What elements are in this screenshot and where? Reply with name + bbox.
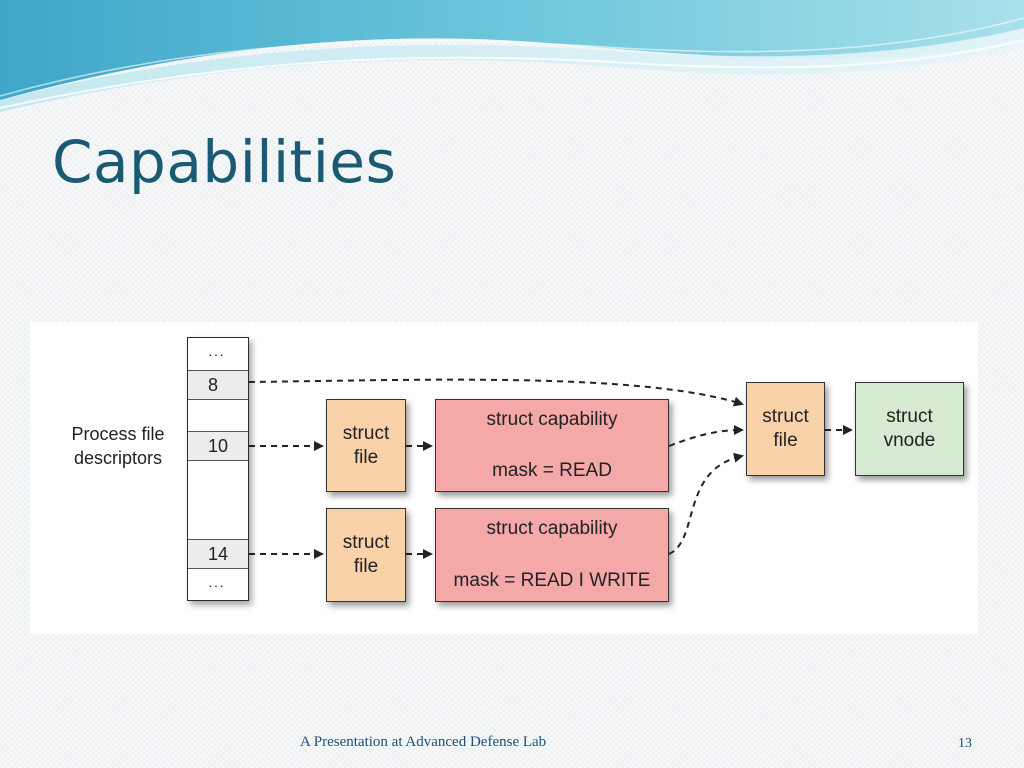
header-wave-decoration xyxy=(0,0,1024,112)
process-label-line1: Process file xyxy=(71,424,165,444)
struct-file-1-line2: file xyxy=(353,446,379,468)
struct-file-2-line2: file xyxy=(353,556,379,577)
struct-file-1-line1: struct xyxy=(342,422,390,444)
fd-cell-14: 14 xyxy=(188,539,248,569)
process-label-line2: descriptors xyxy=(73,448,163,468)
vnode-line1: struct xyxy=(886,406,933,427)
capability-box-1: struct capability mask = READ xyxy=(435,399,669,492)
vnode-line2: vnode xyxy=(883,430,936,451)
process-file-descriptors-label: Process file descriptors xyxy=(58,422,178,470)
arrow-fd8-to-shared-file xyxy=(248,378,744,407)
struct-file-shared-line1: struct xyxy=(762,406,809,427)
struct-file-box-2: struct file xyxy=(326,508,406,602)
fd-cell-top-dots: ··· xyxy=(208,346,225,362)
struct-file-2-line1: struct xyxy=(342,532,390,553)
slide-footer: A Presentation at Advanced Defense Lab xyxy=(300,734,547,750)
fd-cell-8: 8 xyxy=(188,370,248,400)
slide-title: Capabilities xyxy=(52,128,397,196)
struct-file-shared-line2: file xyxy=(773,430,798,451)
struct-vnode-box: struct vnode xyxy=(855,382,964,476)
arrow-cap2-to-shared-file xyxy=(668,452,744,555)
fd-cell-10: 10 xyxy=(188,431,248,461)
page-number: 13 xyxy=(958,736,972,751)
capability-2-mask: mask = READ I WRITE xyxy=(453,570,651,591)
struct-file-shared-box: struct file xyxy=(746,382,825,476)
capability-box-2: struct capability mask = READ I WRITE xyxy=(435,508,669,602)
capability-1-title: struct capability xyxy=(486,409,618,430)
capability-2-title: struct capability xyxy=(486,518,618,539)
fd-table: ··· 8 10 14 ··· xyxy=(187,337,249,601)
fd-cell-bottom-dots: ··· xyxy=(208,577,225,593)
struct-file-box-1: struct file xyxy=(326,399,406,492)
arrow-cap1-to-shared-file xyxy=(668,425,744,447)
capability-1-mask: mask = READ xyxy=(492,460,612,481)
